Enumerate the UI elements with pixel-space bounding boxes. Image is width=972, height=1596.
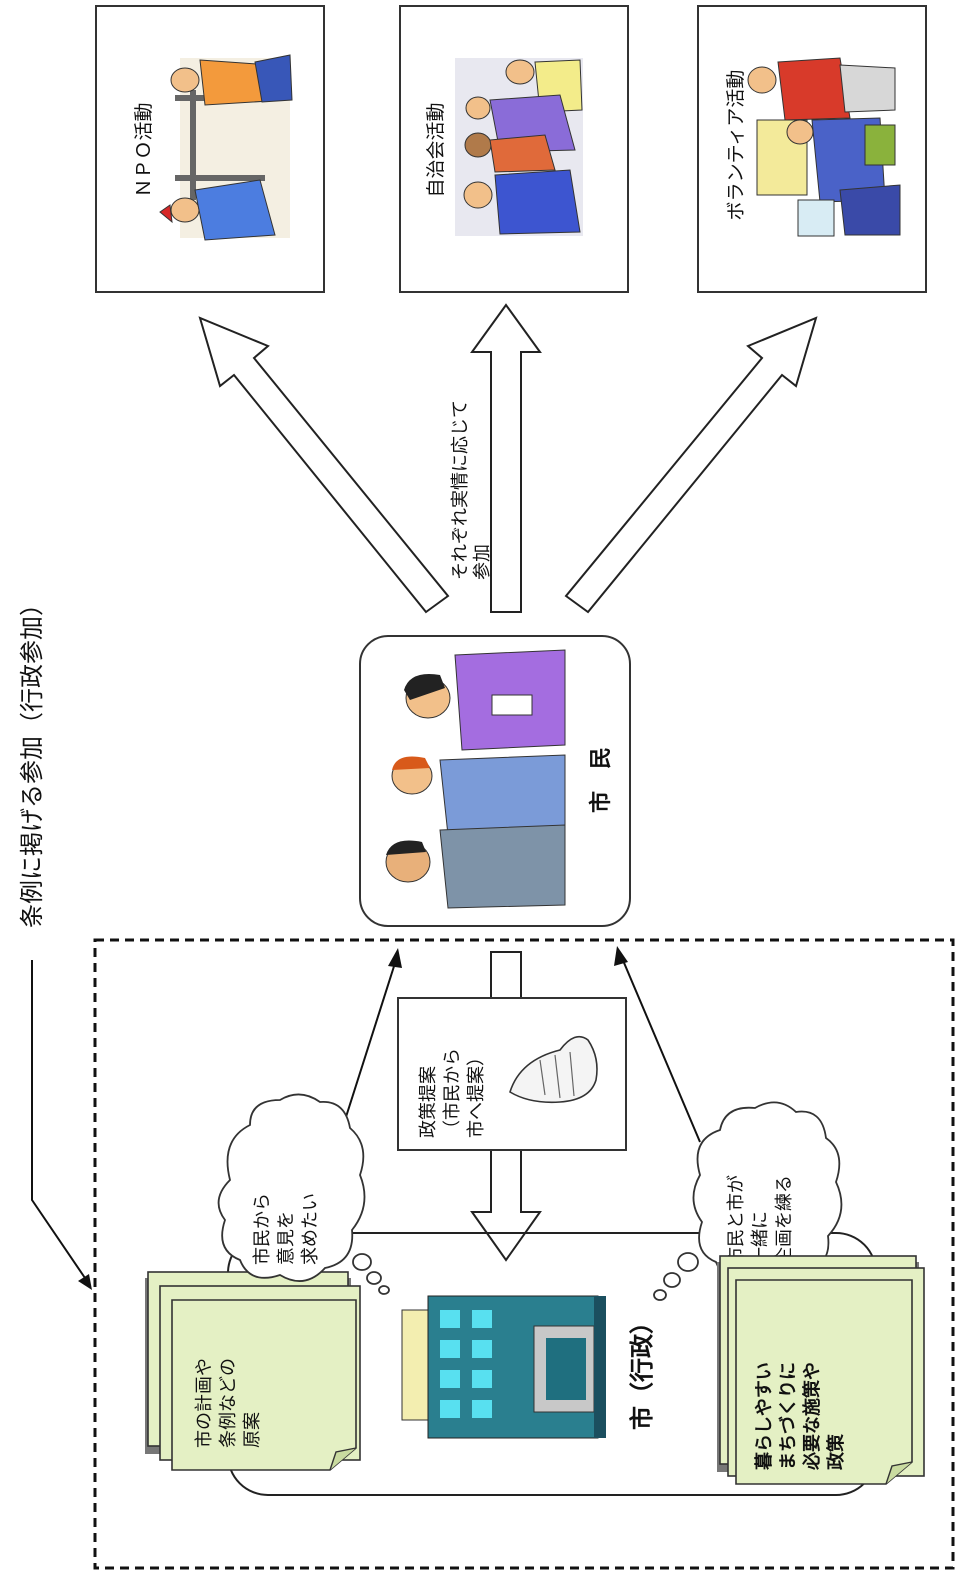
- arrow-to-volunteer: [564, 316, 818, 614]
- policy-proposal-line2: （市民から: [442, 1048, 463, 1138]
- activity-box-npo: ＮＰＯ活動: [95, 5, 325, 293]
- thought-right-line1: 市民と市が: [726, 1175, 747, 1265]
- arrow-line-right: [621, 957, 701, 1143]
- document-left-line2: 条例などの: [218, 1358, 239, 1448]
- document-right-line1: 暮らしやすい: [754, 1362, 775, 1471]
- hand-icon: [509, 1035, 598, 1104]
- thought-cloud-left: 市民から 意見を 求めたい: [217, 1093, 390, 1295]
- document-left: 市の計画や 条例などの 原案: [145, 1271, 361, 1471]
- arrow-to-npo: [198, 316, 450, 614]
- document-right-line3: 必要な施策や: [801, 1362, 823, 1471]
- citizens-people-icon: [385, 649, 566, 909]
- title-pointer-line: [31, 960, 86, 1279]
- participation-note-line1: それぞれ実情に応じて: [450, 400, 471, 580]
- arrow-head-right: [614, 946, 628, 966]
- participation-note-line2: 参加: [472, 544, 493, 580]
- thought-right-line2: 一緒に: [750, 1211, 771, 1265]
- policy-arrow-lower: [470, 1149, 542, 1262]
- activity-box-volunteer: ボランティア活動: [697, 5, 927, 293]
- city-label: 市（行政）: [628, 1310, 656, 1430]
- title-pointer-arrowhead: [78, 1274, 92, 1290]
- thought-left-line1: 市民から: [252, 1193, 273, 1265]
- neighborhood-people-icon: [455, 58, 583, 236]
- thought-right-line3: 企画を練る: [774, 1175, 795, 1265]
- arrow-to-neighborhood: [470, 303, 542, 613]
- policy-proposal-line3: 市へ提案）: [466, 1048, 487, 1138]
- thought-left-line3: 求めたい: [300, 1193, 321, 1265]
- activity-label-neighborhood: 自治会活動: [425, 102, 447, 197]
- document-right-line2: まちづくりに: [778, 1362, 799, 1470]
- administrative-participation-frame: [93, 938, 955, 1570]
- activity-label-volunteer: ボランティア活動: [725, 70, 747, 221]
- policy-proposal-box: 政策提案 （市民から 市へ提案）: [397, 997, 627, 1151]
- thought-left-line2: 意見を: [276, 1211, 297, 1265]
- thought-cloud-right: 市民と市が 一緒に 企画を練る: [653, 1101, 843, 1301]
- volunteer-people-icon: [747, 57, 901, 237]
- activity-label-npo: ＮＰＯ活動: [133, 102, 155, 197]
- policy-arrow-upper-shaft: [490, 951, 522, 999]
- arrow-line-left: [337, 959, 397, 1143]
- document-right: 暮らしやすい まちづくりに 必要な施策や 政策: [717, 1255, 925, 1485]
- citizens-box: 市 民: [359, 635, 631, 927]
- arrow-head-left: [388, 948, 402, 968]
- citizens-label: 市 民: [588, 747, 614, 813]
- activity-box-neighborhood: 自治会活動: [399, 5, 629, 293]
- document-left-line1: 市の計画や: [194, 1358, 215, 1448]
- policy-proposal-line1: 政策提案: [418, 1066, 439, 1138]
- city-hall-building-icon: [401, 1295, 606, 1439]
- document-right-line4: 政策: [825, 1433, 847, 1470]
- diagram-title: 条例に掲げる参加（行政参加）: [18, 592, 46, 928]
- document-left-line3: 原案: [242, 1412, 263, 1448]
- npo-people-icon: [159, 54, 293, 241]
